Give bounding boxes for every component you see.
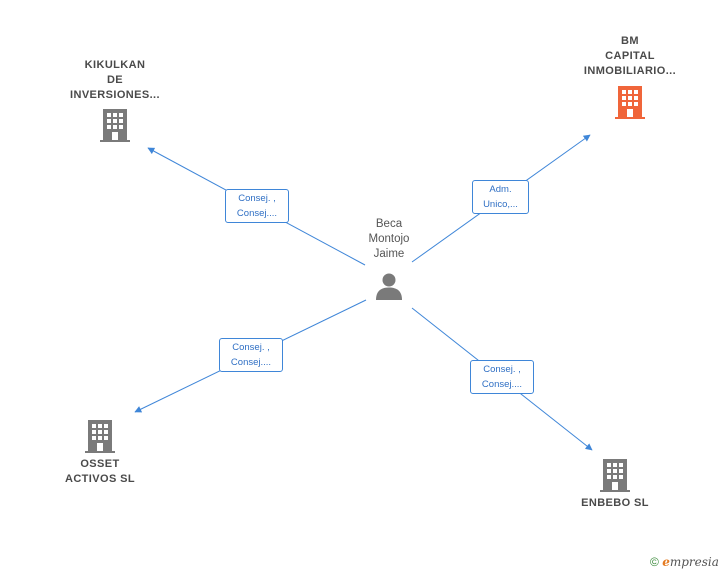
building-icon	[100, 109, 130, 142]
company-label: ENBEBO SL	[581, 497, 649, 509]
company-label: OSSET ACTIVOS SL	[64, 458, 135, 485]
company-node-kikulkan[interactable]: KIKULKAN DE INVERSIONES...	[55, 58, 175, 143]
person-node[interactable]: Beca Montojo Jaime	[352, 217, 426, 301]
relation-label-osset[interactable]: Consej. , Consej....	[219, 338, 283, 372]
company-node-bm-capital[interactable]: BM CAPITAL INMOBILIARIO...	[568, 34, 692, 120]
relation-label-enbebo[interactable]: Consej. , Consej....	[470, 360, 534, 394]
building-icon	[85, 420, 115, 453]
company-label: KIKULKAN DE INVERSIONES...	[70, 59, 160, 101]
relation-label-kikulkan[interactable]: Consej. , Consej....	[225, 189, 289, 223]
relation-label-bm-capital[interactable]: Adm. Unico,...	[472, 180, 529, 214]
building-icon	[600, 459, 630, 492]
person-icon	[376, 273, 402, 300]
copyright-symbol: ©	[650, 555, 659, 569]
brand-footer: © empresia	[650, 555, 719, 569]
brand-initial: e	[662, 555, 670, 569]
company-node-osset[interactable]: OSSET ACTIVOS SL	[45, 418, 155, 487]
company-node-enbebo[interactable]: ENBEBO SL	[560, 457, 670, 511]
brand-logo[interactable]: empresia	[662, 555, 719, 569]
brand-name: mpresia	[669, 555, 719, 569]
company-label: BM CAPITAL INMOBILIARIO...	[583, 35, 677, 77]
building-icon	[615, 86, 645, 119]
person-name: Beca Montojo Jaime	[368, 218, 410, 260]
